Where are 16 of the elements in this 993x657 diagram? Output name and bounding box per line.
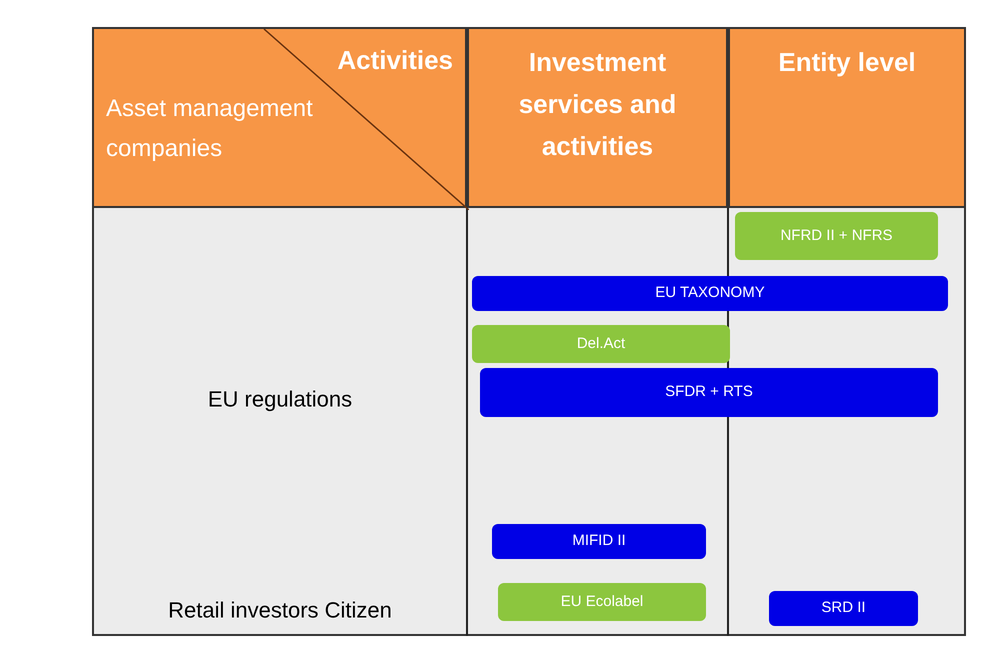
regulation-bar: Del.Act (472, 325, 730, 363)
header-cell (728, 27, 966, 208)
regulation-bar: NFRD II + NFRS (735, 212, 938, 260)
column-heading: Entity level (777, 46, 917, 79)
regulation-bar: EU TAXONOMY (472, 276, 948, 311)
row-label: Retail investors Citizen (168, 596, 392, 624)
regulation-bar: SFDR + RTS (480, 368, 938, 417)
regulation-bar: MIFID II (492, 524, 706, 559)
column-heading: Investment services and activities (518, 46, 678, 163)
regulation-bar: SRD II (769, 591, 918, 626)
regulation-bar: EU Ecolabel (498, 583, 706, 621)
header-cell (467, 27, 728, 208)
row-heading: Asset management companies (106, 94, 314, 164)
row-label: EU regulations (208, 386, 352, 414)
column-heading: Activities (337, 44, 453, 77)
header-cell (92, 27, 467, 208)
